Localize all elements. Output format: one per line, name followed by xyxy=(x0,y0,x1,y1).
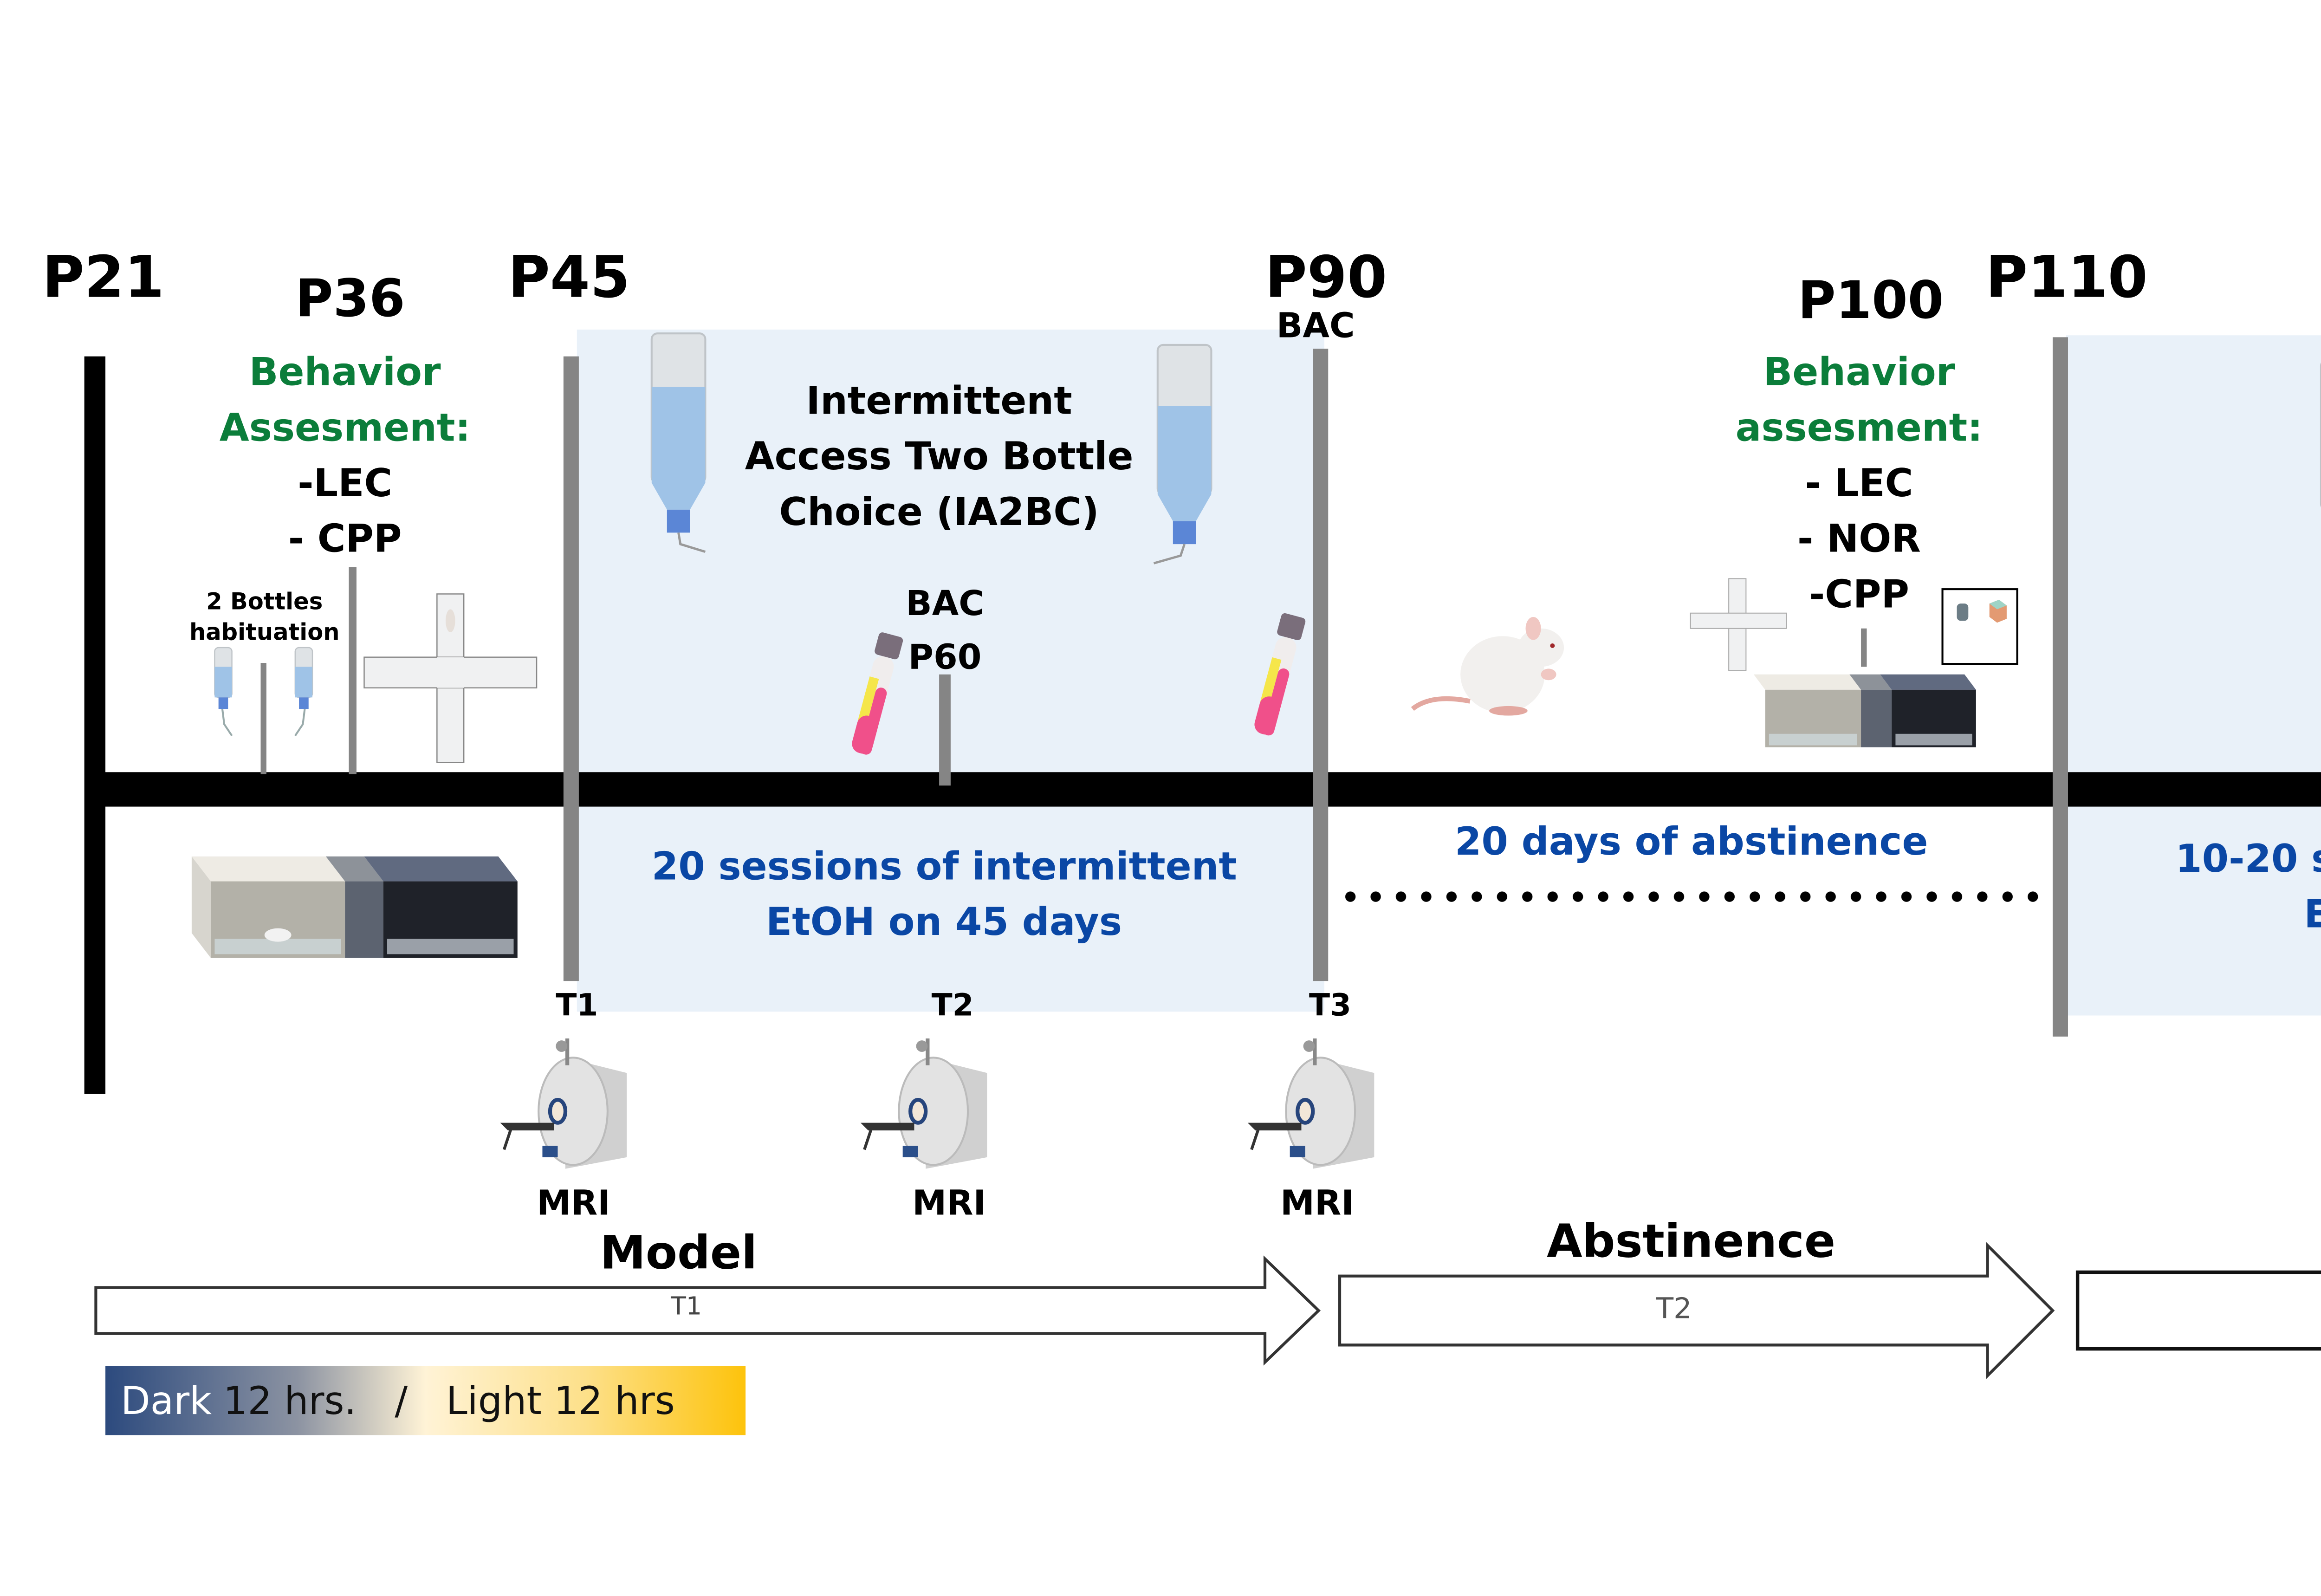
mri-label-t2: MRI xyxy=(912,1184,986,1225)
relapse-sessions-line1: 10-20 sessions of intermittent xyxy=(2175,835,2321,882)
behavior-1-title-line1: Behavior xyxy=(249,349,441,395)
relapse-sessions-text: 10-20 sessions of intermittent EtOH on 4… xyxy=(2175,831,2321,942)
behavior-2-item-cpp: -CPP xyxy=(1809,571,1909,617)
blood-tube-icon xyxy=(1254,613,1306,736)
phase-arrow-model xyxy=(94,1255,1321,1366)
habituation-line2: habituation xyxy=(189,619,340,646)
behavior-1-item-lec: -LEC xyxy=(298,460,393,506)
behavior-1-item-cpp: - CPP xyxy=(288,515,402,562)
behavior-2-title-line2: assesment: xyxy=(1735,404,1983,450)
relapse-panel xyxy=(2066,335,2321,1016)
novel-object-arena-icon xyxy=(1941,588,2018,665)
age-label-p110: P110 xyxy=(1985,245,2148,312)
bac-p60-label: BAC P60 xyxy=(901,578,989,686)
p45-marker xyxy=(563,356,579,981)
blood-tube-icon xyxy=(852,632,903,755)
behavior-1-title-line2: Assesment: xyxy=(219,404,471,450)
phase-arrow-abstinence xyxy=(1338,1242,2055,1379)
mri-label-t3: MRI xyxy=(1280,1184,1354,1225)
ia2bc-sessions-text: 20 sessions of intermittent EtOH on 45 d… xyxy=(651,839,1237,950)
water-bottle-icon xyxy=(650,332,707,553)
p90-marker xyxy=(1313,349,1329,981)
behavior-2-item-nor: - NOR xyxy=(1797,515,1921,562)
age-label-p100: P100 xyxy=(1797,272,1944,332)
legend-light-label: Light 12 hrs xyxy=(446,1377,675,1424)
behavior-2-title-line1: Behavior xyxy=(1763,349,1955,395)
legend-dark-label: Dark xyxy=(121,1377,212,1424)
ia2bc-sessions-line2: EtOH on 45 days xyxy=(765,898,1122,945)
ia2bc-title-line1: Intermittent xyxy=(806,377,1072,424)
water-bottle-icon xyxy=(294,647,313,737)
habituation-line1: 2 Bottles xyxy=(206,588,323,615)
main-timeline-bar xyxy=(92,772,2321,807)
p100-marker xyxy=(1861,628,1867,667)
ia2bc-title: Intermittent Access Two Bottle Choice (I… xyxy=(728,374,1150,540)
water-bottle-icon xyxy=(1153,344,1212,564)
behavior-assessment-2: Behavior assesment: - LEC - NOR -CPP xyxy=(1706,345,2013,623)
timepoint-label-t3: T3 xyxy=(1309,986,1351,1023)
cpp-box-icon xyxy=(1753,674,1976,747)
phase-title-abstinence: Abstinence xyxy=(1546,1214,1836,1269)
phase-tag-t2: T2 xyxy=(1656,1291,1692,1326)
bac-p60-bac: BAC xyxy=(906,584,984,625)
p90-bac-label: BAC xyxy=(1276,306,1355,347)
p21-marker xyxy=(84,356,106,1094)
legend-dark-hours: 12 hrs. xyxy=(223,1377,357,1424)
ia2bc-title-line2: Access Two Bottle xyxy=(745,433,1134,479)
behavior-2-item-lec: - LEC xyxy=(1805,460,1913,506)
cpp-box-icon xyxy=(191,856,518,958)
age-label-p21: P21 xyxy=(42,245,165,312)
plus-maze-icon xyxy=(363,593,538,763)
ia2bc-title-line3: Choice (IA2BC) xyxy=(779,488,1099,535)
age-label-p45: P45 xyxy=(508,245,630,312)
plus-maze-icon xyxy=(1690,578,1787,671)
mri-scanner-icon xyxy=(1247,1038,1374,1169)
abstinence-dotted-line xyxy=(1337,891,2051,902)
rat-icon xyxy=(1411,616,1564,716)
phase-title-model: Model xyxy=(600,1226,758,1280)
relapse-sessions-line2: EtOH on 45 days xyxy=(2175,887,2321,943)
age-label-p90: P90 xyxy=(1265,245,1387,312)
abstinence-text: 20 days of abstinence xyxy=(1454,818,1928,864)
light-dark-cycle-legend: Dark 12 hrs. / Light 12 hrs xyxy=(105,1366,746,1435)
phase-arrow-relapse xyxy=(2075,1270,2321,1351)
behavior-assessment-1: Behavior Assesment: -LEC - CPP xyxy=(192,345,499,567)
p60-marker xyxy=(939,674,951,786)
timepoint-label-t1: T1 xyxy=(556,986,598,1023)
ia2bc-sessions-line1: 20 sessions of intermittent xyxy=(651,843,1237,889)
legend-separator: / xyxy=(395,1377,408,1424)
bac-p60-day: P60 xyxy=(908,638,982,679)
mri-scanner-icon xyxy=(500,1038,627,1169)
phase-tag-t1: T1 xyxy=(671,1293,702,1322)
habituation-marker xyxy=(260,663,266,774)
mri-scanner-icon xyxy=(860,1038,987,1169)
p110-marker xyxy=(2052,337,2068,1037)
p36-marker xyxy=(349,567,357,774)
water-bottle-icon xyxy=(2320,362,2321,510)
timepoint-label-t2: T2 xyxy=(931,986,974,1023)
age-label-p36: P36 xyxy=(295,270,405,330)
mri-label-t1: MRI xyxy=(537,1184,610,1225)
habituation-label: 2 Bottles habituation xyxy=(178,586,351,648)
water-bottle-icon xyxy=(214,647,233,737)
